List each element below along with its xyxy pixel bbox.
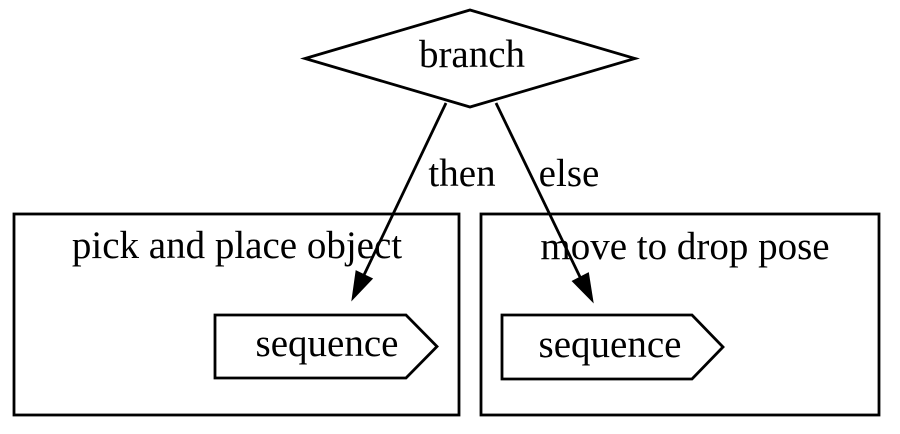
else-edge-line: [494, 102, 582, 278]
pick-and-place-cluster-box: [12, 212, 461, 417]
else-edge-arrowhead-icon: [571, 272, 594, 304]
branch-node-diamond-shape: [300, 8, 640, 109]
branch-node-label: branch: [418, 33, 526, 76]
left-sequence-node-label: sequence: [255, 322, 399, 365]
then-edge-label: then: [428, 152, 496, 195]
right-sequence-node-label: sequence: [538, 323, 682, 366]
then-edge-line: [362, 102, 448, 276]
then-edge-arrowhead-icon: [351, 270, 374, 302]
move-to-drop-cluster-title: move to drop pose: [540, 225, 830, 268]
pick-and-place-cluster-title: pick and place object: [71, 224, 403, 267]
move-to-drop-cluster-box: [479, 212, 881, 417]
else-edge-label: else: [538, 152, 600, 195]
right-sequence-node-shape: [500, 313, 725, 381]
left-sequence-node-shape: [213, 313, 439, 380]
